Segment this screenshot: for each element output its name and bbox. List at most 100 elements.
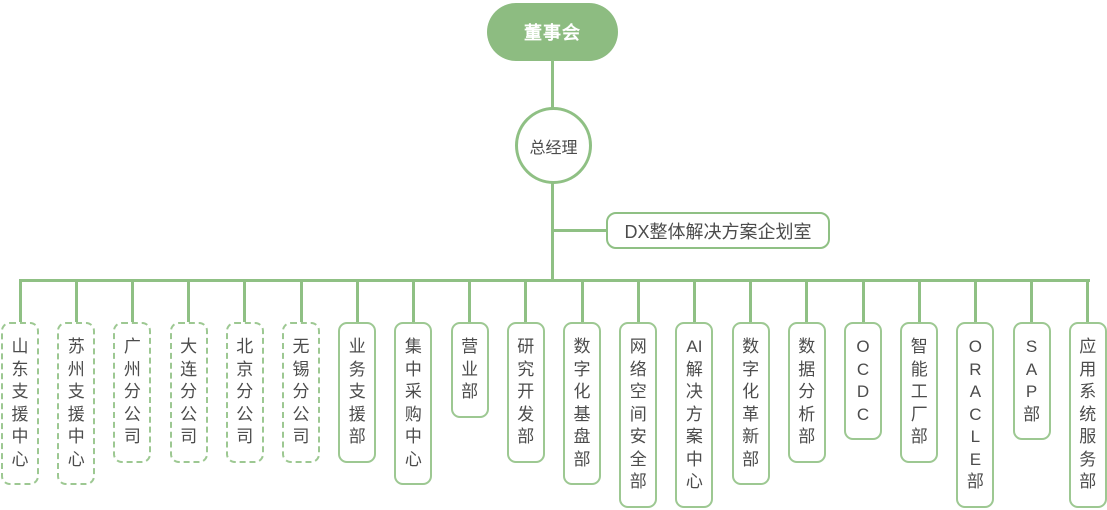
org-node-dept-label-line: 无	[292, 337, 310, 356]
org-node-dept-label-line: 司	[123, 427, 141, 446]
org-node-dept-label-line: 援	[348, 404, 366, 424]
org-node-dept-label-line: 营	[461, 337, 479, 356]
org-node-dept-label-line: 苏	[67, 337, 85, 356]
org-node-dept-label-line: 新	[742, 427, 760, 446]
connector-stub-17	[973, 281, 977, 323]
org-node-dept-label-line: 采	[404, 382, 422, 401]
org-node-dept-label-line: 分	[292, 382, 310, 401]
connector-stub-0	[18, 281, 22, 323]
org-node-dept-6: 业务支援部	[338, 322, 377, 463]
org-node-dept-label-line: 支	[348, 382, 366, 401]
org-node-dept-label-line: 支	[67, 382, 85, 401]
org-node-dept-label-line: 部	[742, 449, 760, 469]
org-node-dept-label-line: 公	[123, 404, 141, 424]
org-node-dept-label-line: 应	[1079, 337, 1097, 356]
org-node-dept-label-line: 北	[236, 337, 254, 356]
connector-stub-9	[524, 281, 528, 323]
org-node-dept-label-line: 中	[404, 359, 422, 379]
connector-stub-2	[130, 281, 134, 323]
connector-stub-14	[805, 281, 809, 323]
org-node-dept-label-line: 中	[685, 449, 703, 469]
org-node-dept-label-line: 部	[461, 382, 479, 401]
org-node-dept-label-line: 部	[910, 427, 928, 446]
org-node-dept-label-line: P	[1025, 382, 1038, 401]
org-node-dept-label-line: 心	[67, 449, 85, 469]
org-node-dept-2: 广州分公司	[113, 322, 152, 463]
connector-stub-8	[468, 281, 472, 323]
org-node-dept-label-line: 公	[180, 404, 198, 424]
org-node-dept-1: 苏州支援中心	[57, 322, 96, 485]
org-node-dept-label-line: 山	[11, 337, 29, 356]
org-node-dept-4: 北京分公司	[225, 322, 264, 463]
org-node-dept-7: 集中采购中心	[394, 322, 433, 485]
org-node-dept-label-line: 工	[910, 382, 928, 401]
org-node-dept-label-line: 发	[517, 404, 535, 424]
org-node-dept-label-line: 决	[685, 382, 703, 401]
org-node-dept-label-line: 心	[11, 449, 29, 469]
org-node-dept-label-line: 开	[517, 382, 535, 401]
org-node-dept-label-line: 州	[123, 359, 141, 379]
org-node-dept-label-line: 网	[629, 337, 647, 356]
org-node-dept-label-line: 部	[517, 427, 535, 446]
org-node-dept-label-line: 数	[798, 337, 816, 356]
connector-stub-15	[861, 281, 865, 323]
org-node-dept-label-line: 能	[910, 359, 928, 379]
org-node-dept-label-line: E	[969, 449, 982, 469]
org-node-dept-label-line: 案	[685, 427, 703, 446]
connector-stub-4	[243, 281, 247, 323]
connector-stub-13	[749, 281, 753, 323]
org-node-dept-label-line: 数	[742, 337, 760, 356]
org-node-dept-label-line: L	[970, 427, 981, 446]
org-node-dept-14: 数据分析部	[787, 322, 826, 463]
connector-stub-11	[636, 281, 640, 323]
org-node-dept-label-line: 革	[742, 404, 760, 424]
org-node-dept-label-line: 心	[404, 449, 422, 469]
connector-stub-3	[187, 281, 191, 323]
org-node-dept-label-line: 心	[685, 472, 703, 491]
org-node-dept-5: 无锡分公司	[282, 322, 320, 463]
org-node-dept-label-line: 数	[573, 337, 591, 356]
org-node-dept-label-line: 部	[573, 449, 591, 469]
org-node-dept-label-line: C	[856, 404, 870, 424]
org-node-dx-office-label: DX整体解决方案企划室	[624, 221, 812, 242]
org-node-dept-label-line: 厂	[910, 404, 928, 424]
org-node-dept-label-line: R	[969, 359, 982, 379]
org-node-dept-label-line: 部	[348, 427, 366, 446]
org-node-dept-label-line: 服	[1079, 427, 1097, 446]
org-node-dept-label-line: 东	[11, 359, 29, 379]
org-node-dept-label-line: 字	[742, 359, 760, 379]
org-node-board: 董事会	[487, 3, 618, 61]
org-node-dept-label-line: 解	[685, 359, 703, 379]
connector-stub-6	[355, 281, 359, 323]
org-node-dept-label-line: S	[1025, 337, 1038, 356]
org-node-dept-label-line: 大	[180, 337, 198, 356]
org-node-dept-10: 数字化基盘部	[563, 322, 601, 485]
org-node-dept-label-line: 系	[1079, 382, 1097, 401]
connector-gm-to-trunk	[551, 182, 554, 280]
org-node-dept-label-line: O	[968, 337, 982, 356]
org-node-dept-label-line: AI	[686, 337, 703, 356]
connector-stub-7	[411, 281, 415, 323]
org-node-dept-label-line: 务	[1079, 449, 1097, 469]
org-node-dept-label-line: 全	[629, 449, 647, 469]
org-node-dept-label-line: 分	[180, 382, 198, 401]
org-node-dept-label-line: A	[969, 382, 982, 401]
org-node-dept-label-line: 分	[798, 382, 816, 401]
connector-stub-19	[1086, 281, 1090, 323]
org-node-dept-label-line: C	[969, 404, 982, 424]
org-node-dept-label-line: 支	[11, 382, 29, 401]
org-node-dept-label-line: 究	[517, 359, 535, 379]
org-node-dept-label-line: 连	[180, 359, 198, 379]
org-node-dept-label-line: 公	[236, 404, 254, 424]
connector-to-dx-office	[553, 229, 608, 232]
org-node-dept-label-line: 空	[629, 382, 647, 401]
org-node-dept-label-line: 京	[236, 359, 254, 379]
org-node-dept-label-line: 研	[517, 337, 535, 356]
org-node-dept-0: 山东支援中心	[1, 322, 39, 485]
org-node-dept-19: 应用系统服务部	[1068, 322, 1107, 508]
connector-stub-18	[1030, 281, 1034, 323]
org-node-dept-label-line: 司	[236, 427, 254, 446]
